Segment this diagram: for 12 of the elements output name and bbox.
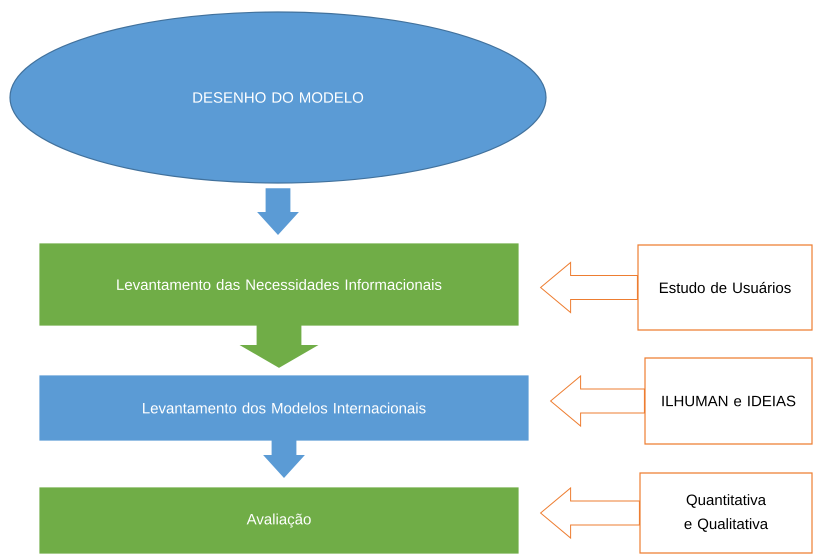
block-arrow — [257, 188, 299, 235]
process-box: Estudo de Usuários — [637, 244, 813, 331]
process-box: Levantamento dos Modelos Internacionais — [39, 375, 529, 441]
block-arrow — [550, 374, 645, 428]
process-box: ILHUMAN e IDEIAS — [644, 357, 813, 445]
process-box: Levantamento das Necessidades Informacionais — [39, 243, 519, 326]
block-arrow — [540, 261, 638, 314]
process-box: Quantitativa e Qualitativa — [639, 472, 813, 554]
process-box: Avaliação — [39, 487, 519, 554]
block-arrow — [540, 486, 640, 540]
block-arrow — [240, 325, 318, 368]
block-arrow — [263, 440, 305, 478]
